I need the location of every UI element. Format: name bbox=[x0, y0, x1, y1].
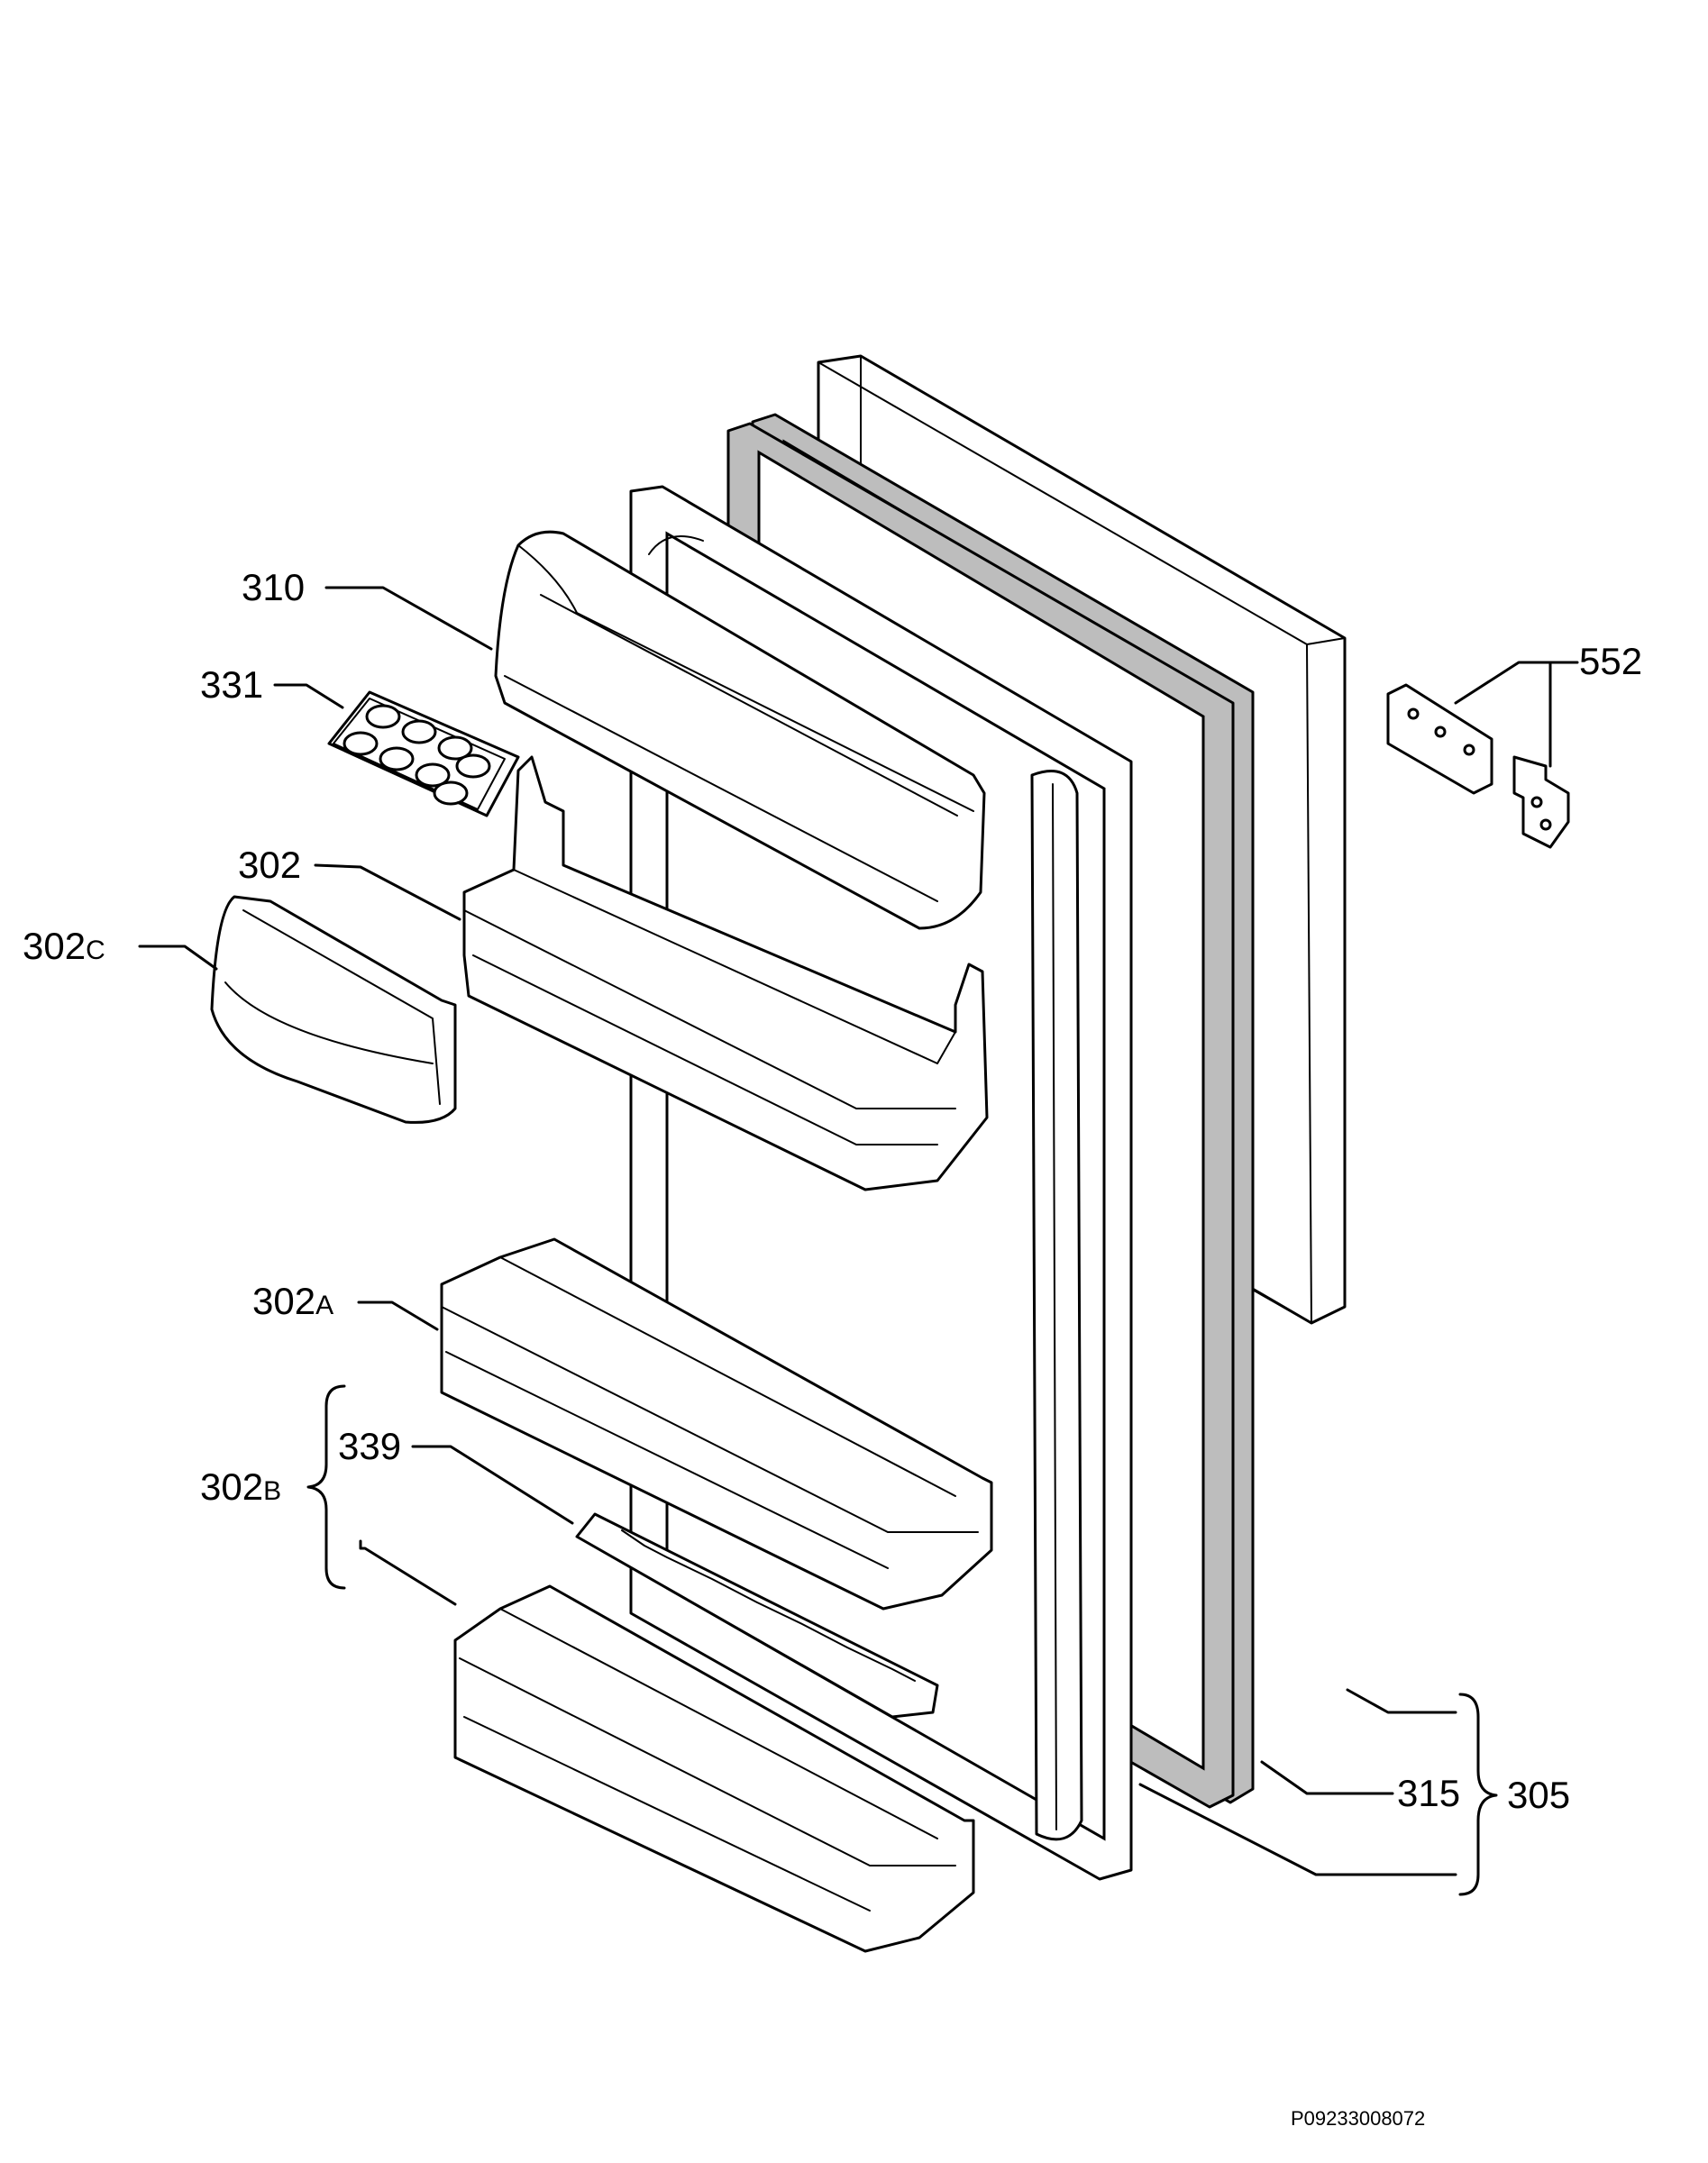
leader-331 bbox=[273, 683, 344, 709]
label-552: 552 bbox=[1579, 640, 1642, 682]
label-302c: 302C bbox=[23, 925, 105, 967]
leader-552-a bbox=[1454, 661, 1552, 705]
leader-305-top bbox=[1346, 1688, 1457, 1714]
leader-302c bbox=[138, 945, 218, 971]
label-302a: 302A bbox=[252, 1280, 333, 1322]
label-339: 339 bbox=[338, 1425, 401, 1467]
label-302: 302 bbox=[238, 844, 301, 886]
door-shelf-lower bbox=[440, 1237, 993, 1611]
label-302b: 302B bbox=[200, 1465, 281, 1508]
leader-302b-lower bbox=[359, 1539, 457, 1606]
label-315: 315 bbox=[1397, 1772, 1460, 1814]
brace-305 bbox=[1458, 1693, 1498, 1896]
door-shelf bbox=[462, 755, 989, 1191]
leader-315 bbox=[1260, 1760, 1394, 1795]
label-305: 305 bbox=[1507, 1774, 1570, 1816]
hinge-bracket-upper bbox=[1386, 683, 1493, 795]
dairy-compartment-cover bbox=[494, 530, 986, 930]
hinge-bracket-lower bbox=[1512, 755, 1570, 849]
leader-310 bbox=[324, 586, 493, 651]
reference-code: P09233008072 bbox=[1291, 2107, 1425, 2130]
leader-339 bbox=[411, 1445, 574, 1525]
leader-302a bbox=[357, 1301, 439, 1331]
egg-tray bbox=[327, 690, 520, 817]
door-shelf-small bbox=[210, 895, 457, 1124]
label-331: 331 bbox=[200, 663, 263, 706]
leader-305-bottom bbox=[1138, 1783, 1457, 1876]
door-shelf-bottom bbox=[453, 1584, 975, 1953]
leader-302 bbox=[314, 863, 461, 921]
brace-302b bbox=[306, 1384, 346, 1590]
label-310: 310 bbox=[242, 566, 305, 608]
bottle-retainer bbox=[575, 1512, 939, 1719]
